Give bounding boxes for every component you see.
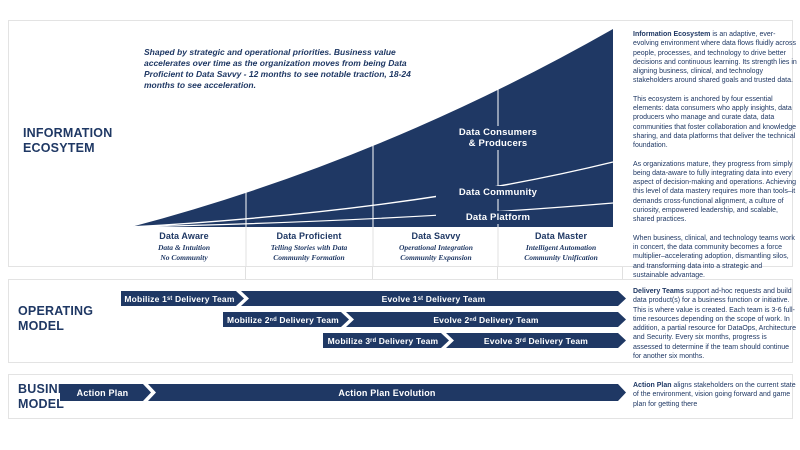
business-model-card: BUSINESS MODEL Action Plan Action Plan E… — [8, 374, 796, 419]
delivery-teams-description: Delivery Teams support ad-hoc requests a… — [633, 287, 797, 370]
stage-label-data-aware: Data Aware Data & Intuition No Community — [119, 231, 249, 262]
stage-name: Data Savvy — [411, 231, 461, 241]
information-ecosystem-title: INFORMATION ECOSYTEM — [23, 126, 113, 155]
mobilize-arrow-1-label: Mobilize 1ˢᵗ Delivery Team — [124, 293, 235, 304]
stage-subtitle-1: Operational Integration — [399, 243, 473, 252]
action-plan-evolution-label: Action Plan Evolution — [338, 387, 436, 398]
stage-subtitle-2: Community Expansion — [400, 252, 472, 262]
mobilize-arrow-3-label: Mobilize 3ʳᵈ Delivery Team — [327, 335, 439, 346]
stage-label-data-savvy: Data Savvy Operational Integration Commu… — [371, 231, 501, 262]
ecosystem-description: Information Ecosystem is an adaptive, ev… — [633, 30, 797, 289]
action-plan-arrow: Action Plan — [60, 384, 151, 401]
mobilize-arrow-1: Mobilize 1ˢᵗ Delivery Team — [121, 291, 244, 306]
evolve-arrow-2: Evolve 2ⁿᵈ Delivery Team — [346, 312, 626, 327]
ecosystem-paragraph-2: This ecosystem is anchored by four essen… — [633, 95, 797, 150]
layer-label-line1: Data Community — [458, 187, 538, 198]
evolve-arrow-3: Evolve 3ʳᵈ Delivery Team — [446, 333, 626, 348]
maturity-wedge-chart — [130, 29, 614, 267]
stage-name: Data Aware — [159, 231, 209, 241]
delivery-teams-paragraph: Delivery Teams support ad-hoc requests a… — [633, 288, 797, 361]
evolve-arrow-1: Evolve 1ˢᵗ Delivery Team — [241, 291, 626, 306]
information-ecosystem-card: INFORMATION ECOSYTEM Shaped by strategic… — [8, 20, 797, 279]
community-layer-line — [130, 161, 614, 228]
layer-label-line1: Data Consumers — [458, 127, 538, 138]
action-plan-evolution-arrow: Action Plan Evolution — [148, 384, 626, 401]
layer-label-data-consumers-producers: Data Consumers & Producers — [436, 126, 560, 150]
layer-label-line2: & Producers — [468, 138, 528, 149]
operating-model-card: OPERATING MODEL Mobilize 1ˢᵗ Delivery Te… — [8, 279, 796, 363]
layer-label-data-community: Data Community — [436, 186, 560, 199]
grid-tick-2 — [372, 267, 373, 279]
ecosystem-intro-caption: Shaped by strategic and operational prio… — [144, 47, 411, 90]
mobilize-arrow-2-label: Mobilize 2ⁿᵈ Delivery Team — [227, 314, 339, 325]
evolve-arrow-2-label: Evolve 2ⁿᵈ Delivery Team — [433, 314, 539, 325]
stage-subtitle-1: Data & Intuition — [157, 243, 211, 252]
stage-name: Data Proficient — [276, 231, 342, 241]
ecosystem-paragraph-1: Information Ecosystem is an adaptive, ev… — [633, 31, 797, 85]
operating-model-title: OPERATING MODEL — [18, 304, 94, 333]
layer-label-line1: Data Platform — [465, 212, 531, 223]
grid-tick-1 — [245, 267, 246, 279]
stage-label-data-master: Data Master Intelligent Automation Commu… — [496, 231, 626, 262]
layer-label-data-platform: Data Platform — [436, 211, 560, 224]
stage-subtitle-2: No Community — [160, 252, 208, 262]
evolve-arrow-1-label: Evolve 1ˢᵗ Delivery Team — [381, 293, 486, 304]
action-plan-paragraph: Action Plan aligns stakeholders on the c… — [633, 382, 796, 408]
mobilize-arrow-3: Mobilize 3ʳᵈ Delivery Team — [323, 333, 449, 348]
grid-tick-3 — [497, 267, 498, 279]
stage-subtitle-1: Intelligent Automation — [525, 243, 597, 252]
stage-subtitle-2: Community Unification — [524, 252, 598, 262]
mobilize-arrow-2: Mobilize 2ⁿᵈ Delivery Team — [223, 312, 349, 327]
stage-label-data-proficient: Data Proficient Telling Stories with Dat… — [244, 231, 374, 262]
stage-name: Data Master — [534, 231, 588, 241]
action-plan-label: Action Plan — [76, 387, 129, 398]
ecosystem-paragraph-4: When business, clinical, and technology … — [633, 234, 795, 279]
platform-layer-line — [130, 202, 614, 228]
wedge-shape — [131, 29, 613, 227]
evolve-arrow-3-label: Evolve 3ʳᵈ Delivery Team — [483, 335, 589, 346]
stage-subtitle-2: Community Formation — [273, 252, 345, 262]
ecosystem-paragraph-3: As organizations mature, they progress f… — [633, 160, 797, 224]
grid-tick-4 — [622, 267, 623, 279]
stage-subtitle-1: Telling Stories with Data — [270, 243, 348, 252]
action-plan-description: Action Plan aligns stakeholders on the c… — [633, 381, 797, 418]
